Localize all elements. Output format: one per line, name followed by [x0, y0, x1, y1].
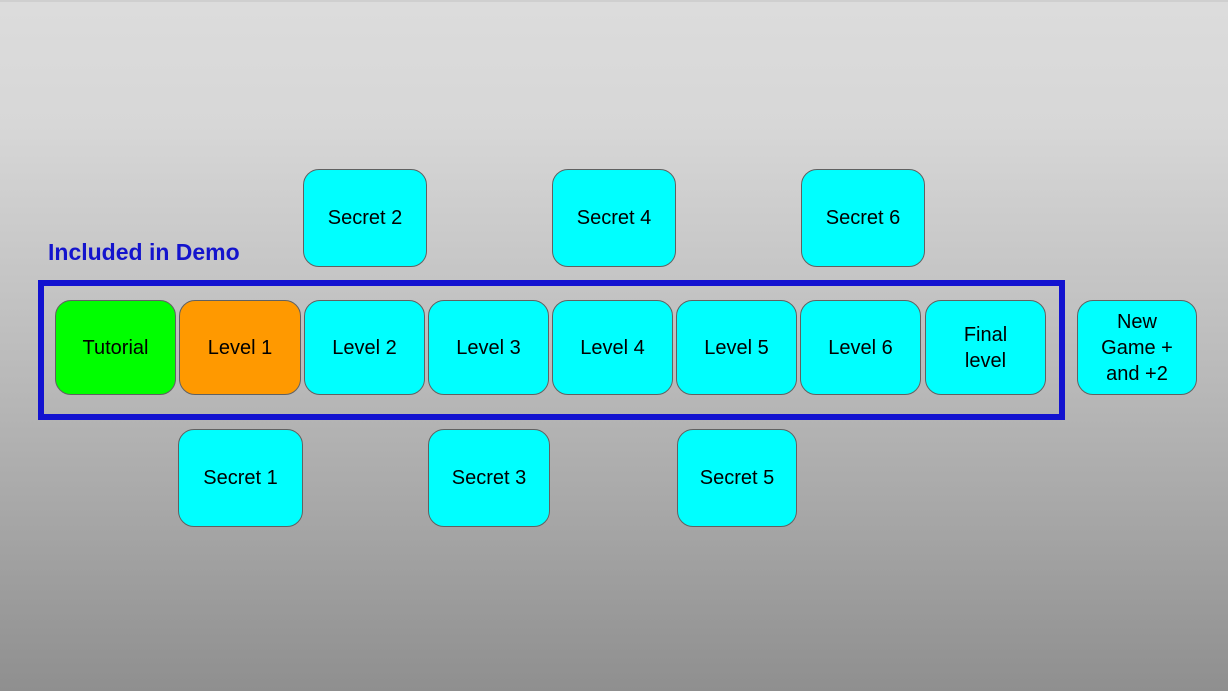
level-box-5: Level 5 — [676, 300, 797, 395]
secret-box-1: Secret 1 — [178, 429, 303, 527]
level-box-1: Level 1 — [179, 300, 301, 395]
level-box-tutorial: Tutorial — [55, 300, 176, 395]
level-box-2: Level 2 — [304, 300, 425, 395]
demo-group-outline — [38, 280, 1065, 420]
level-box-final: Final level — [925, 300, 1046, 395]
secret-box-5: Secret 5 — [677, 429, 797, 527]
secret-box-4: Secret 4 — [552, 169, 676, 267]
demo-group-label: Included in Demo — [48, 239, 240, 265]
secret-box-2: Secret 2 — [303, 169, 427, 267]
new-game-plus-box: New Game + and +2 — [1077, 300, 1197, 395]
secret-box-3: Secret 3 — [428, 429, 550, 527]
level-box-6: Level 6 — [800, 300, 921, 395]
secret-box-6: Secret 6 — [801, 169, 925, 267]
level-box-3: Level 3 — [428, 300, 549, 395]
level-box-4: Level 4 — [552, 300, 673, 395]
